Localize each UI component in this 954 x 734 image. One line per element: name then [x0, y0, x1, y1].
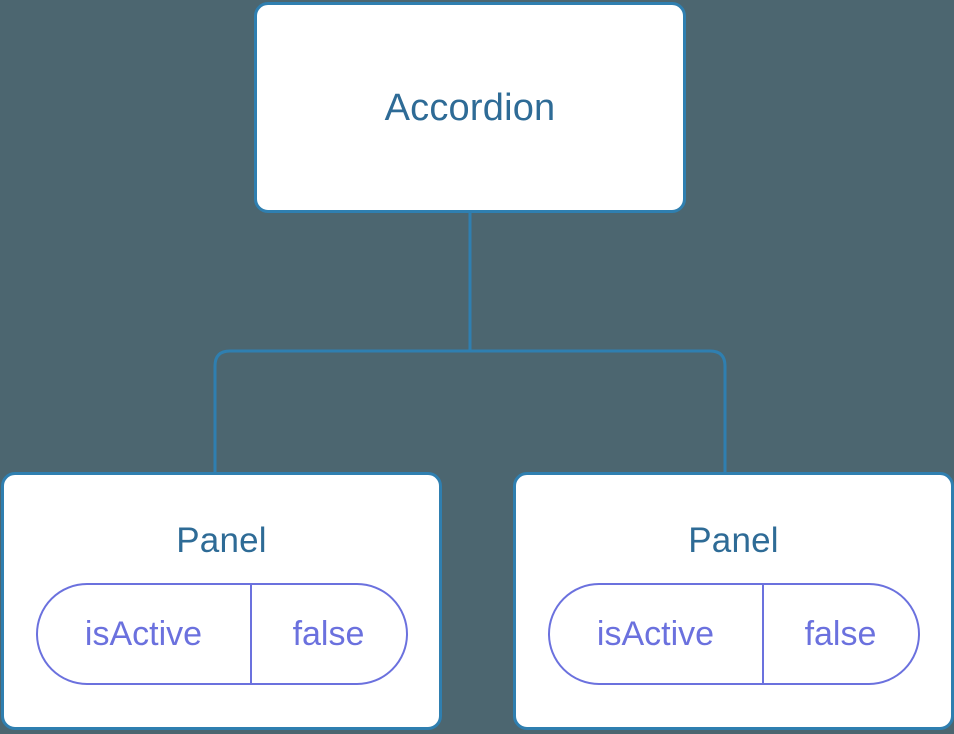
connector-to-left-child: [213, 349, 470, 474]
prop-key-isactive-left: isActive: [38, 585, 252, 683]
prop-key-isactive-right: isActive: [550, 585, 764, 683]
node-panel-left[interactable]: Panel isActive false: [1, 472, 442, 730]
node-accordion[interactable]: Accordion: [254, 2, 686, 213]
node-accordion-title: Accordion: [384, 86, 556, 129]
node-panel-right-title: Panel: [688, 521, 779, 560]
connector-to-right-child: [470, 349, 727, 474]
prop-value-isactive-right: false: [804, 615, 877, 653]
prop-pill-left[interactable]: isActive false: [35, 583, 408, 685]
node-panel-right[interactable]: Panel isActive false: [513, 472, 954, 730]
node-panel-left-title: Panel: [176, 521, 267, 560]
prop-pill-right[interactable]: isActive false: [547, 583, 920, 685]
prop-value-isactive-left: false: [292, 615, 365, 653]
